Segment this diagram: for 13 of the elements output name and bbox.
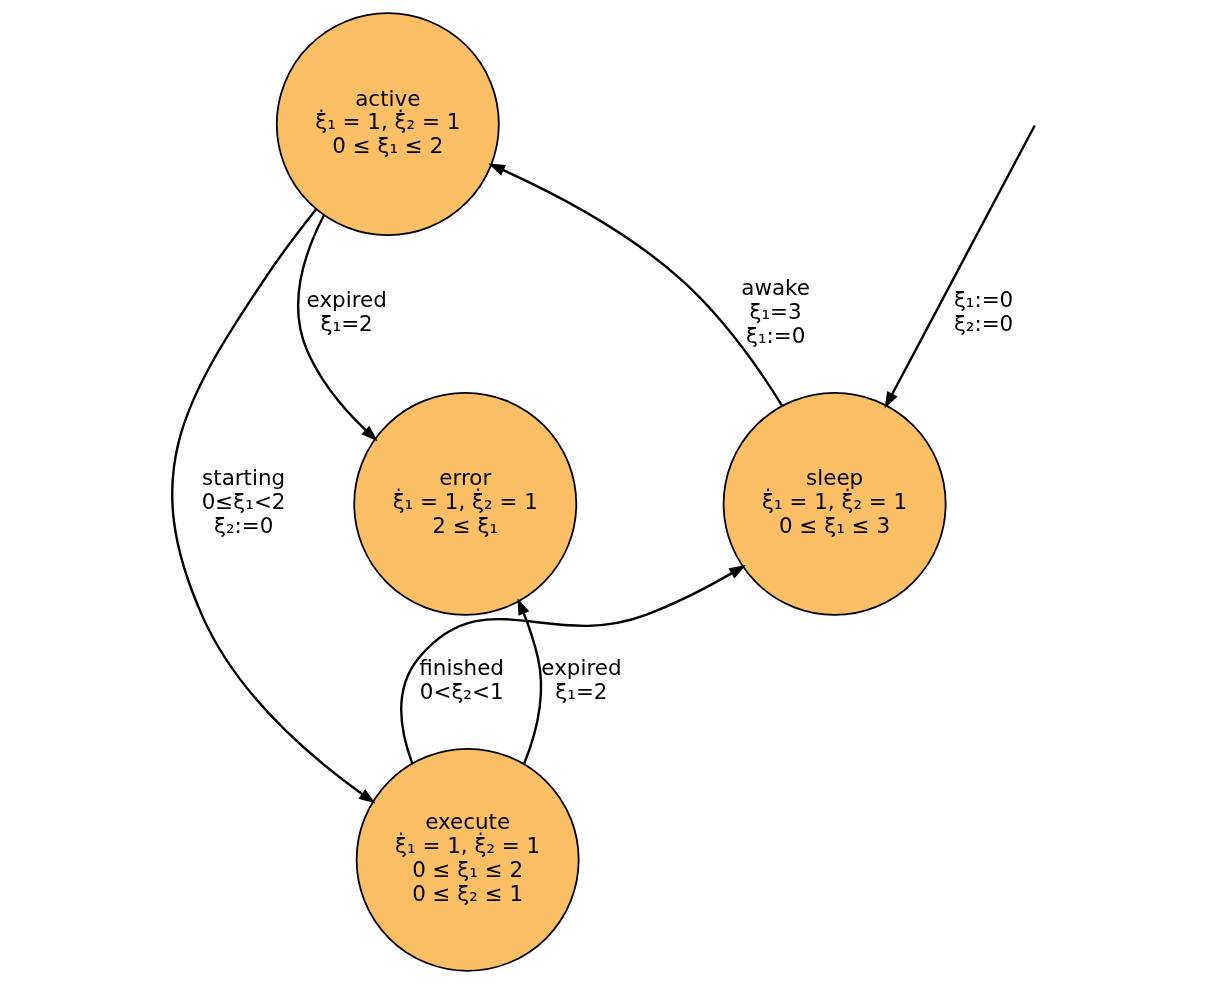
- arrow: [170, 208, 375, 804]
- arrow: [399, 565, 746, 764]
- edge-label: awake ξ₁=3 ξ₁:=0: [740, 275, 810, 349]
- edge-label: expired ξ₁=2: [540, 655, 622, 705]
- edge-label: ξ₁:=0 ξ₂:=0: [953, 287, 1013, 337]
- arrow: [487, 163, 783, 407]
- arrow: [296, 214, 378, 442]
- edge-label: finished 0<ξ₂<1: [418, 655, 504, 705]
- node-circle: active ξ̇₁ = 1, ξ̇₂ = 1 0 ≤ ξ₁ ≤ 2: [275, 12, 500, 237]
- arrow: [884, 124, 1036, 409]
- edge-label: expired ξ₁=2: [306, 287, 387, 337]
- edge-label: starting 0≤ξ₁<2 ξ₂:=0: [201, 465, 286, 538]
- arrow: [517, 598, 542, 764]
